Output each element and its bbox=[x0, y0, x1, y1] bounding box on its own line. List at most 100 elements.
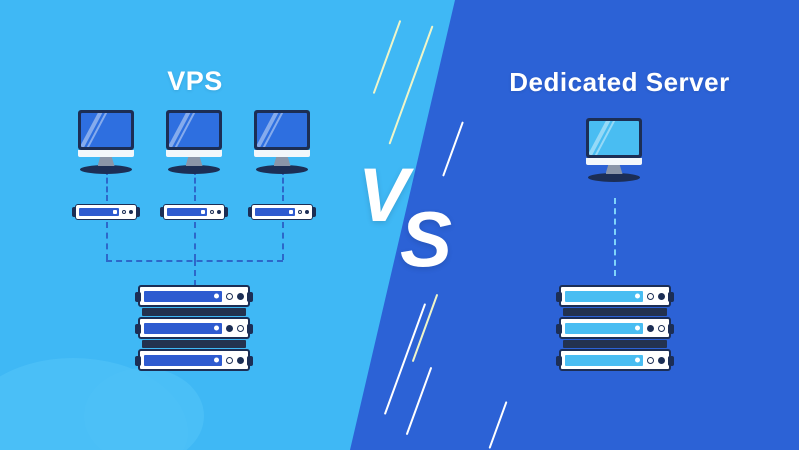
connector-unit-1-bus bbox=[106, 222, 108, 260]
monitor-base-strip bbox=[166, 150, 222, 157]
monitor-stand-foot bbox=[80, 165, 132, 174]
unit-indicator-bar bbox=[79, 208, 119, 216]
connector-unit-2-bus bbox=[194, 222, 196, 260]
server-led-icon bbox=[647, 324, 654, 332]
connector-monitor-1 bbox=[106, 169, 108, 201]
rack-mount-tab bbox=[135, 292, 141, 302]
rack-mount-tab bbox=[135, 324, 141, 334]
vps-physical-server-stack bbox=[135, 285, 253, 371]
versus-badge: V S bbox=[358, 153, 468, 283]
rack-mount-tab bbox=[160, 207, 165, 217]
vps-monitor-2 bbox=[166, 110, 222, 174]
screen-glint-icon bbox=[81, 113, 104, 147]
monitor-stand-foot bbox=[588, 173, 640, 182]
monitor-bezel bbox=[586, 118, 642, 158]
unit-led-icon bbox=[217, 210, 221, 214]
screen-glint-icon bbox=[589, 121, 612, 155]
vps-virtual-server-1 bbox=[72, 204, 140, 220]
server-indicator-bar bbox=[565, 322, 643, 334]
rack-mount-tab bbox=[223, 207, 228, 217]
server-unit bbox=[556, 317, 674, 339]
unit-indicator-bar bbox=[255, 208, 295, 216]
server-led-icon bbox=[237, 356, 244, 364]
server-led-icon bbox=[647, 292, 654, 300]
monitor-bezel bbox=[166, 110, 222, 150]
monitor-stand-neck bbox=[273, 157, 291, 166]
server-unit bbox=[135, 285, 253, 307]
unit-chassis bbox=[163, 204, 225, 220]
rack-mount-tab bbox=[248, 207, 253, 217]
unit-chassis bbox=[75, 204, 137, 220]
monitor-bezel bbox=[254, 110, 310, 150]
rack-mount-tab bbox=[72, 207, 77, 217]
rack-mount-tab bbox=[556, 356, 562, 366]
server-indicator-bar bbox=[144, 290, 222, 302]
server-led-icon bbox=[658, 324, 665, 332]
monitor-stand-neck bbox=[605, 165, 623, 174]
server-indicator-bar bbox=[144, 354, 222, 366]
unit-led-icon bbox=[298, 210, 302, 214]
monitor-screen bbox=[257, 113, 307, 147]
server-led-icon bbox=[226, 356, 233, 364]
rack-spacer bbox=[142, 340, 246, 348]
rack-mount-tab bbox=[556, 292, 562, 302]
monitor-screen bbox=[169, 113, 219, 147]
vps-monitor-1 bbox=[78, 110, 134, 174]
server-led-icon bbox=[226, 292, 233, 300]
server-led-icon bbox=[237, 324, 244, 332]
page-title-vps: VPS bbox=[167, 66, 223, 97]
monitor-base-strip bbox=[586, 158, 642, 165]
server-led-icon bbox=[658, 292, 665, 300]
connector-bus-drop bbox=[194, 260, 196, 286]
page-title-dedicated-server: Dedicated Server bbox=[509, 67, 730, 98]
server-unit bbox=[135, 317, 253, 339]
monitor-stand-neck bbox=[97, 157, 115, 166]
rack-mount-tab bbox=[668, 324, 674, 334]
rack-spacer bbox=[142, 308, 246, 316]
monitor-stand-neck bbox=[185, 157, 203, 166]
unit-led-icon bbox=[129, 210, 133, 214]
monitor-base-strip bbox=[254, 150, 310, 157]
rack-mount-tab bbox=[135, 356, 141, 366]
vps-virtual-server-2 bbox=[160, 204, 228, 220]
unit-led-icon bbox=[305, 210, 309, 214]
monitor-stand-foot bbox=[168, 165, 220, 174]
cloud-decoration-secondary bbox=[84, 368, 204, 450]
unit-indicator-bar bbox=[167, 208, 207, 216]
monitor-base-strip bbox=[78, 150, 134, 157]
server-led-icon bbox=[658, 356, 665, 364]
server-led-icon bbox=[647, 356, 654, 364]
monitor-stand-foot bbox=[256, 165, 308, 174]
vps-virtual-server-3 bbox=[248, 204, 316, 220]
dedicated-server-stack bbox=[556, 285, 674, 371]
connector-monitor-3 bbox=[282, 169, 284, 201]
rack-mount-tab bbox=[247, 324, 253, 334]
server-unit bbox=[556, 285, 674, 307]
rack-mount-tab bbox=[311, 207, 316, 217]
unit-led-icon bbox=[122, 210, 126, 214]
rack-spacer bbox=[563, 308, 667, 316]
rack-mount-tab bbox=[135, 207, 140, 217]
vps-monitor-3 bbox=[254, 110, 310, 174]
server-indicator-bar bbox=[565, 290, 643, 302]
rack-mount-tab bbox=[668, 356, 674, 366]
connector-unit-3-bus bbox=[282, 222, 284, 260]
rack-mount-tab bbox=[247, 292, 253, 302]
versus-letter-v: V bbox=[358, 153, 409, 238]
rack-spacer bbox=[563, 340, 667, 348]
screen-glint-icon bbox=[169, 113, 192, 147]
unit-chassis bbox=[251, 204, 313, 220]
screen-glint-icon bbox=[257, 113, 280, 147]
connector-dedicated bbox=[614, 198, 616, 276]
server-led-icon bbox=[226, 324, 233, 332]
monitor-screen bbox=[81, 113, 131, 147]
unit-led-icon bbox=[210, 210, 214, 214]
server-led-icon bbox=[237, 292, 244, 300]
rack-mount-tab bbox=[556, 324, 562, 334]
server-indicator-bar bbox=[144, 322, 222, 334]
server-indicator-bar bbox=[565, 354, 643, 366]
server-unit bbox=[556, 349, 674, 371]
versus-letter-s: S bbox=[400, 195, 453, 283]
monitor-screen bbox=[589, 121, 639, 155]
